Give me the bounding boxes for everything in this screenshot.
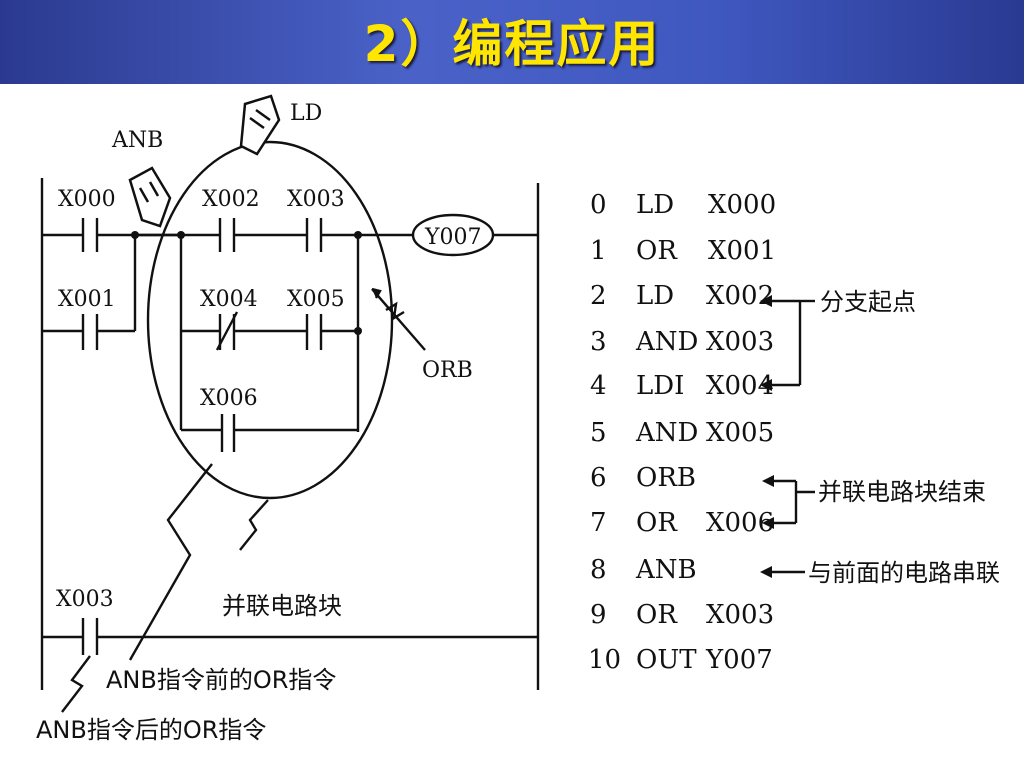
ld-callout: LD: [290, 101, 322, 126]
il-op: AND: [635, 327, 698, 357]
arrowheads: [760, 295, 774, 578]
il-step: 10: [588, 645, 621, 675]
il-op: OR: [636, 236, 678, 266]
il-operand: Y007: [705, 645, 773, 675]
il-operand: X002: [706, 281, 774, 311]
il-operand: X006: [706, 508, 774, 538]
contact-label-x003: X003: [287, 187, 345, 212]
il-step: 3: [590, 327, 607, 357]
page-title: 2）编程应用: [363, 15, 661, 73]
contact-label-x002: X002: [202, 187, 260, 212]
il-op: LD: [636, 190, 674, 220]
branch-start-note: 分支起点: [820, 288, 916, 316]
il-step: 8: [590, 555, 607, 585]
or-before-anb-label: ANB指令前的OR指令: [106, 666, 336, 694]
il-op: AND: [635, 418, 698, 448]
il-op: OR: [636, 600, 678, 630]
contact-label-x001: X001: [58, 287, 116, 312]
il-operand: X004: [706, 371, 774, 401]
il-op: OR: [636, 508, 678, 538]
il-operand: X001: [708, 236, 776, 266]
il-operand: X003: [706, 327, 774, 357]
or-after-anb-label: ANB指令后的OR指令: [36, 716, 266, 744]
title-bar: [0, 0, 1024, 84]
il-operand: X005: [706, 418, 774, 448]
il-step: 6: [590, 463, 607, 493]
series-note: 与前面的电路串联: [808, 559, 1000, 587]
orb-callout: ORB: [422, 358, 473, 383]
il-step: 1: [590, 236, 607, 266]
il-op: OUT: [636, 645, 697, 675]
il-op: ANB: [635, 555, 697, 585]
il-step: 2: [590, 281, 607, 311]
il-step: 9: [590, 600, 607, 630]
il-step: 5: [590, 418, 607, 448]
pointing-hand-icon: [128, 166, 172, 228]
ladder-wiring: [40, 140, 815, 713]
il-operand: X003: [706, 600, 774, 630]
il-op: LDI: [636, 371, 684, 401]
parallel-block-label: 并联电路块: [222, 592, 342, 620]
contact-label-x005: X005: [287, 287, 345, 312]
anb-callout: ANB: [111, 128, 163, 153]
parallel-end-note: 并联电路块结束: [818, 478, 986, 506]
contact-label-x003-lower: X003: [56, 587, 114, 612]
contact-label-x006: X006: [200, 386, 258, 411]
il-op: ORB: [636, 463, 696, 493]
contact-label-x004: X004: [200, 287, 258, 312]
il-operand: X000: [708, 190, 776, 220]
junction-dots: [131, 231, 362, 335]
pointing-hand-icon: [239, 94, 281, 156]
ladder-diagram-figure: X000 X001 X002 X003 X004 X005 X006 X003 …: [36, 94, 1000, 744]
il-step: 4: [590, 371, 607, 401]
il-step: 0: [590, 190, 607, 220]
contact-label-x000: X000: [58, 187, 116, 212]
instruction-list: 0 LD X000 1 OR X001 2 LD X002 3 AND X003…: [588, 190, 776, 675]
coil-label: Y007: [424, 225, 482, 250]
il-step: 7: [590, 508, 607, 538]
il-op: LD: [636, 281, 674, 311]
